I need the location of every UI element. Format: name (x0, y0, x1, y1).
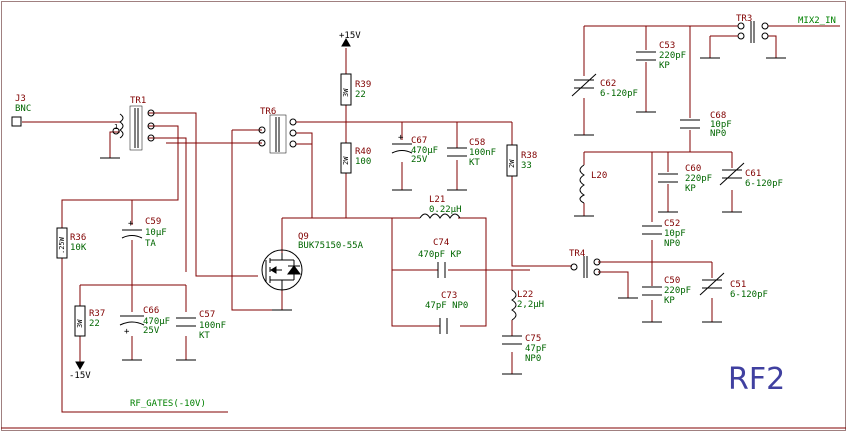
c67-value: 470µF (411, 146, 438, 156)
l20-ref: L20 (591, 171, 607, 181)
c74-value: 470pF KP (418, 250, 462, 260)
c66-type: 25V (143, 326, 160, 336)
c53-type: KP (659, 61, 670, 71)
c75-type: NP0 (525, 354, 541, 364)
power-arrows (75, 37, 351, 371)
c66-value: 470µF (143, 317, 170, 327)
c62-ref: C62 (600, 79, 616, 89)
sheet-title: RF2 (728, 362, 785, 397)
tr6-transformer (258, 114, 297, 154)
r37-resistor (74, 305, 86, 337)
r37-body: 3W (76, 319, 84, 328)
tr3-transformer (710, 21, 769, 43)
r37-ref: R37 (89, 309, 105, 319)
c50-value: 220pF (664, 286, 691, 296)
c59-ref: C59 (145, 217, 161, 227)
c59-type: TA (145, 239, 156, 249)
c58-ref: C58 (469, 138, 485, 148)
tr4-ref: TR4 (569, 249, 585, 259)
c53-value: 220pF (659, 51, 686, 61)
c68-ref: C68 (710, 111, 726, 121)
c68-type: NP0 (710, 129, 726, 139)
l22-ref: L22 (517, 290, 533, 300)
rf-gates-label: RF_GATES(-10V) (130, 399, 206, 409)
j3-type: BNC (15, 104, 31, 114)
c67-type: 25V (411, 155, 428, 165)
r38-body: 2W (508, 159, 516, 168)
l21-value: 0.22µH (429, 205, 462, 215)
c53-ref: C53 (659, 41, 675, 51)
c67-ref: C67 (411, 136, 427, 146)
c75-value: 47pF (525, 344, 547, 354)
tr1-ref: TR1 (130, 96, 146, 106)
ground-symbols (100, 57, 786, 375)
capacitor-plates (119, 51, 745, 345)
tr3-ref: TR3 (736, 14, 752, 24)
c60-type: KP (685, 184, 696, 194)
l22-value: 2,2µH (517, 300, 544, 310)
tr4-transformer (570, 256, 601, 278)
c58-value: 100nF (469, 148, 496, 158)
c52-type: NP0 (664, 239, 680, 249)
c51-ref: C51 (730, 280, 746, 290)
q9-value: BUK75150-55A (298, 241, 364, 251)
r39-body: 3W (342, 88, 350, 97)
c57-type: KT (199, 331, 210, 341)
r40-body: 2W (342, 156, 350, 165)
c74-ref: C74 (433, 238, 449, 248)
r36-ref: R36 (70, 233, 86, 243)
c52-value: 10pF (664, 229, 686, 239)
tr6-ref: TR6 (260, 107, 276, 117)
j3-bnc-connector (11, 116, 22, 127)
c50-ref: C50 (664, 276, 680, 286)
r36-body: .25W (58, 236, 66, 254)
c58-type: KT (469, 158, 480, 168)
c61-ref: C61 (745, 169, 761, 179)
c52-ref: C52 (664, 219, 680, 229)
c50-type: KP (664, 296, 675, 306)
r39-resistor (340, 73, 352, 106)
r39-value: 22 (355, 90, 366, 100)
l21-ref: L21 (429, 195, 445, 205)
r38-resistor (506, 144, 518, 177)
tr1-transformer (112, 105, 155, 151)
c75-ref: C75 (525, 334, 541, 344)
c66-ref: C66 (143, 306, 159, 316)
polarity-marks: + + + (124, 133, 404, 337)
q9-ref: Q9 (298, 232, 309, 242)
c73-ref: C73 (441, 291, 457, 301)
c60-ref: C60 (685, 164, 701, 174)
r40-value: 100 (355, 157, 371, 167)
r38-ref: R38 (521, 151, 537, 161)
j3-ref: J3 (15, 94, 26, 104)
vplus-label: +15V (339, 31, 361, 41)
r39-ref: R39 (355, 80, 371, 90)
c60-value: 220pF (685, 174, 712, 184)
c61-value: 6-120pF (745, 179, 783, 189)
r38-value: 33 (521, 161, 532, 171)
vminus-label: -15V (69, 371, 91, 381)
r37-value: 22 (89, 319, 100, 329)
svg-text:+: + (124, 327, 130, 337)
c73-value: 47pF NP0 (425, 301, 468, 311)
inductors-drawing (419, 164, 586, 321)
q9-mosfet-symbol (261, 249, 303, 291)
svg-text:+: + (128, 219, 134, 229)
tr1-pin1: 1 (114, 123, 118, 131)
c59-value: 10µF (145, 228, 167, 238)
c57-ref: C57 (199, 310, 215, 320)
svg-text:+: + (398, 133, 404, 143)
c62-value: 6-120pF (600, 89, 638, 99)
r36-value: 10K (70, 243, 87, 253)
mix2-in-label: MIX2_IN (798, 16, 836, 26)
wires (22, 25, 840, 413)
r40-resistor (340, 142, 352, 174)
r40-ref: R40 (355, 147, 371, 157)
c68-value: 10pF (710, 120, 732, 130)
r36-resistor (56, 227, 68, 259)
c57-value: 100nF (199, 321, 226, 331)
c51-value: 6-120pF (730, 290, 768, 300)
